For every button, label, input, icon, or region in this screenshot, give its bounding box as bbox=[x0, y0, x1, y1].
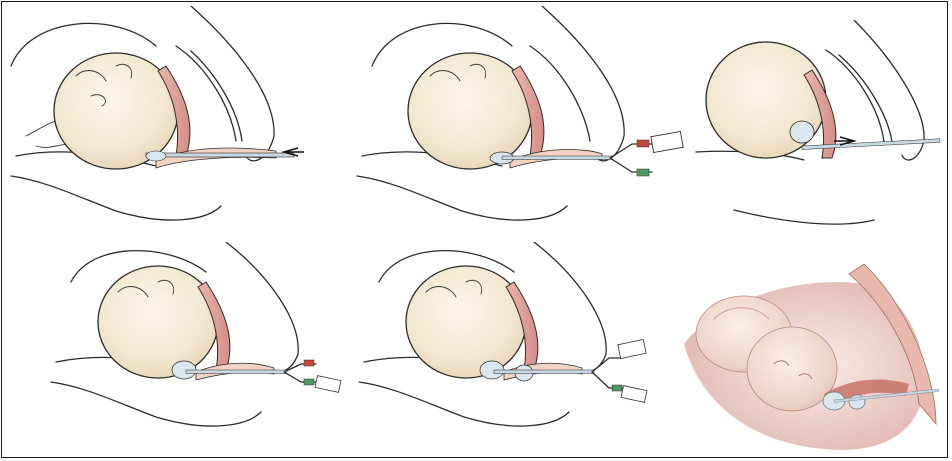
valve-red bbox=[304, 360, 314, 366]
syringe bbox=[618, 339, 646, 358]
valve-green bbox=[612, 385, 622, 391]
catheter-tube bbox=[494, 370, 594, 374]
catheter-tube bbox=[802, 139, 940, 150]
syringe bbox=[621, 386, 647, 403]
catheter-tube bbox=[502, 156, 612, 160]
fetal-head bbox=[406, 266, 526, 378]
step-4-panel bbox=[46, 242, 346, 457]
catheter-tube bbox=[146, 153, 294, 157]
step-6-panel bbox=[674, 264, 944, 454]
valve-red bbox=[637, 140, 649, 147]
syringe bbox=[315, 376, 341, 393]
balloon bbox=[790, 121, 814, 143]
syringe bbox=[651, 132, 683, 153]
valve-green bbox=[304, 379, 314, 385]
step-5-panel bbox=[354, 242, 654, 457]
step-1-panel bbox=[6, 6, 306, 234]
step-2-panel bbox=[352, 6, 692, 234]
fetal-head bbox=[98, 266, 218, 378]
step-3-panel bbox=[694, 20, 944, 240]
valve-green bbox=[637, 169, 649, 176]
catheter-tube bbox=[186, 370, 286, 374]
